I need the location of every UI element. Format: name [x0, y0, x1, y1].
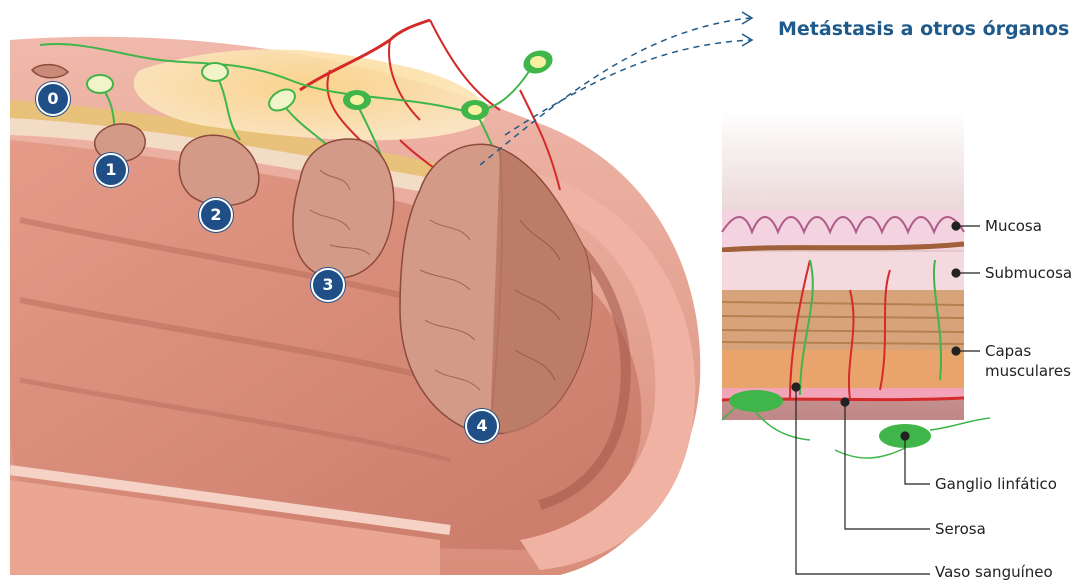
section-lymph-node-left	[729, 390, 783, 412]
label-submucosa: Submucosa	[985, 264, 1072, 282]
label-vaso-sanguineo: Vaso sanguíneo	[935, 563, 1053, 581]
stage-badge-0: 0	[36, 82, 70, 116]
stage-badge-2: 2	[199, 198, 233, 232]
label-musculares: musculares	[985, 362, 1071, 380]
label-serosa: Serosa	[935, 520, 986, 538]
metastasis-title: Metástasis a otros órganos	[778, 18, 1069, 40]
tumor-stage-3	[293, 139, 394, 278]
stage-badge-3: 3	[311, 268, 345, 302]
stage-badge-4: 4	[465, 409, 499, 443]
stage-badge-1: 1	[94, 153, 128, 187]
label-ganglio-linfatico: Ganglio linfático	[935, 475, 1057, 493]
wall-cross-section	[722, 110, 990, 458]
label-capas: Capas	[985, 342, 1031, 360]
label-mucosa: Mucosa	[985, 217, 1042, 235]
